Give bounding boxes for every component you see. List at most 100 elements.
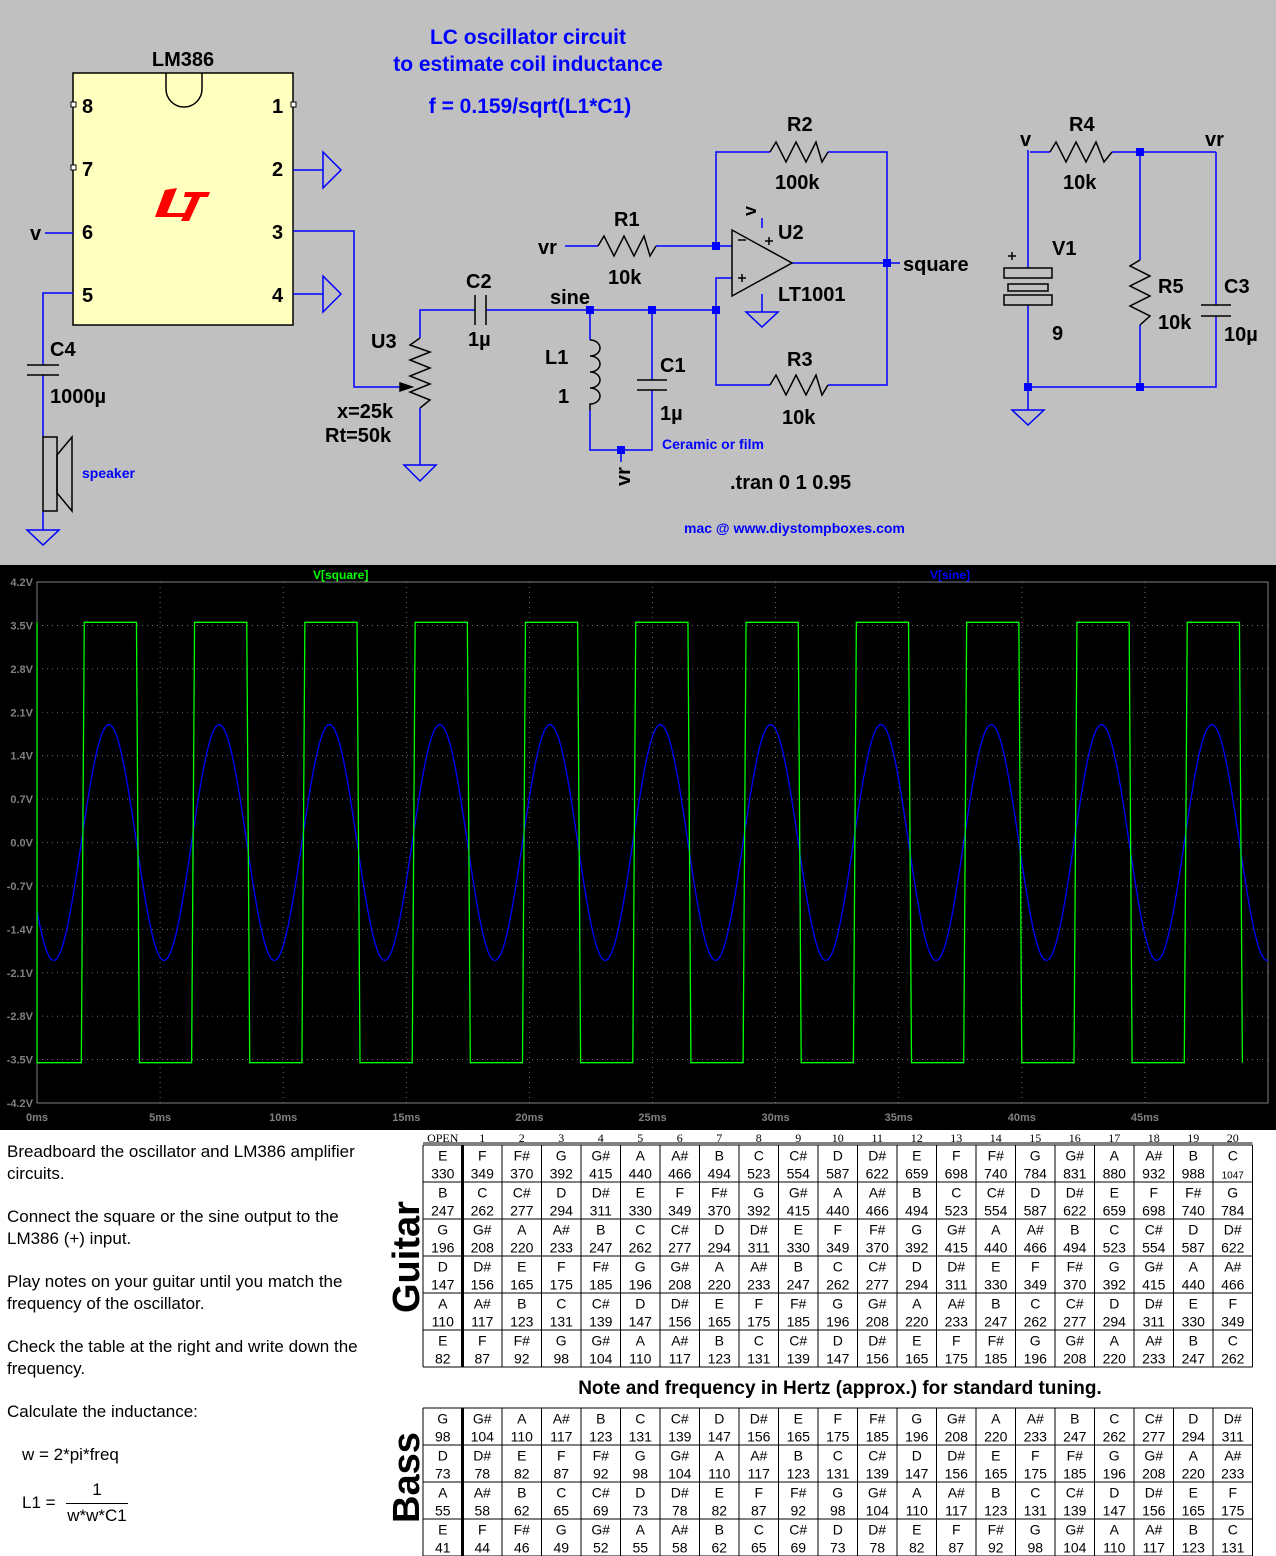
guitar-freq: 247: [984, 1313, 1008, 1329]
guitar-freq: 440: [826, 1202, 850, 1218]
bass-note: C: [1228, 1522, 1238, 1538]
x-tick-label: 45ms: [1131, 1112, 1159, 1124]
guitar-freq: 156: [471, 1276, 495, 1292]
svg-text:1µ: 1µ: [660, 403, 683, 425]
guitar-freq: 587: [1024, 1202, 1048, 1218]
x-tick-label: 40ms: [1008, 1112, 1036, 1124]
guitar-note: F#: [1185, 1185, 1202, 1201]
guitar-note: C: [1228, 1148, 1238, 1164]
guitar-freq: 262: [1221, 1350, 1245, 1366]
instruction-4: Check the table at the right and write d…: [7, 1337, 358, 1378]
guitar-freq: 659: [1103, 1202, 1127, 1218]
table-caption: Note and frequency in Hertz (approx.) fo…: [578, 1378, 1102, 1399]
svg-text:sine: sine: [550, 287, 590, 309]
guitar-freq: 523: [945, 1202, 969, 1218]
svg-text:L1: L1: [545, 347, 568, 369]
bass-freq: 117: [945, 1502, 968, 1518]
svg-text:Rt=50k: Rt=50k: [325, 425, 392, 447]
x-tick-label: 5ms: [149, 1112, 171, 1124]
y-tick-label: -2.1V: [7, 968, 34, 980]
instruction-5: Calculate the inductance:: [7, 1402, 198, 1421]
bass-label: Bass: [386, 1432, 428, 1523]
bass-freq: 123: [787, 1465, 811, 1481]
guitar-note: F: [557, 1259, 566, 1275]
bass-freq: 69: [790, 1539, 806, 1555]
guitar-freq: 92: [514, 1350, 530, 1366]
svg-text:vr: vr: [613, 467, 635, 486]
bass-freq: 62: [514, 1502, 530, 1518]
guitar-freq: 740: [1182, 1202, 1206, 1218]
guitar-note: C#: [513, 1185, 531, 1201]
guitar-freq: 311: [945, 1276, 968, 1292]
bass-freq: 55: [435, 1502, 451, 1518]
bass-note: D: [714, 1411, 724, 1427]
bass-freq: 117: [1143, 1539, 1166, 1555]
guitar-note: F: [833, 1222, 842, 1238]
guitar-note: D#: [868, 1333, 886, 1349]
square-series-line: [36, 621, 1244, 1064]
guitar-freq: 349: [1024, 1276, 1048, 1292]
guitar-freq: 262: [826, 1276, 850, 1292]
bass-freq: 220: [1182, 1465, 1206, 1481]
guitar-freq: 466: [866, 1202, 890, 1218]
guitar-freq: 494: [1063, 1239, 1087, 1255]
guitar-freq: 370: [866, 1239, 890, 1255]
guitar-note: G#: [868, 1296, 887, 1312]
bass-note: F#: [869, 1411, 886, 1427]
bass-freq: 220: [984, 1428, 1008, 1444]
guitar-note: G#: [473, 1222, 492, 1238]
guitar-freq: 523: [747, 1165, 771, 1181]
guitar-note: C#: [789, 1333, 807, 1349]
bass-note: A#: [671, 1522, 688, 1538]
bass-freq: 156: [747, 1428, 771, 1444]
svg-text:R4: R4: [1069, 114, 1095, 136]
guitar-note: A#: [1145, 1148, 1162, 1164]
bass-freq: 277: [1142, 1428, 1166, 1444]
guitar-note: D#: [473, 1259, 491, 1275]
guitar-note: B: [438, 1185, 447, 1201]
bass-freq: 52: [593, 1539, 609, 1555]
bass-freq: 87: [553, 1465, 569, 1481]
bass-note: C#: [1066, 1485, 1084, 1501]
guitar-freq: 370: [1063, 1276, 1087, 1292]
bass-note: F#: [514, 1522, 531, 1538]
svg-text:U2: U2: [778, 222, 804, 244]
y-tick-label: 1.4V: [10, 751, 33, 763]
bass-note: C#: [671, 1411, 689, 1427]
guitar-note: C: [754, 1148, 764, 1164]
guitar-note: D: [833, 1333, 843, 1349]
bass-freq: 98: [1027, 1539, 1043, 1555]
guitar-note: F: [1228, 1296, 1237, 1312]
guitar-note: D#: [592, 1185, 610, 1201]
svg-text:2: 2: [272, 159, 283, 181]
svg-text:Ceramic or film: Ceramic or film: [662, 436, 764, 452]
guitar-note: F#: [988, 1333, 1005, 1349]
guitar-note: C: [1228, 1333, 1238, 1349]
bass-freq: 98: [435, 1428, 451, 1444]
guitar-freq: 110: [629, 1350, 652, 1366]
guitar-freq: 349: [1221, 1313, 1245, 1329]
bass-note: G#: [670, 1448, 689, 1464]
guitar-freq: 466: [668, 1165, 692, 1181]
bass-freq: 110: [1103, 1539, 1126, 1555]
bass-note: A: [715, 1448, 725, 1464]
bass-note: A: [438, 1485, 448, 1501]
guitar-note: A#: [869, 1185, 886, 1201]
guitar-note: B: [991, 1296, 1000, 1312]
y-tick-label: -4.2V: [7, 1098, 34, 1110]
svg-text:U3: U3: [371, 331, 397, 353]
guitar-freq: 988: [1182, 1165, 1206, 1181]
svg-text:mac @ www.diystompboxes.com: mac @ www.diystompboxes.com: [684, 520, 905, 536]
guitar-note: E: [912, 1333, 921, 1349]
fret-header: 15: [1029, 1131, 1041, 1145]
bass-note: C: [754, 1522, 764, 1538]
bass-freq: 165: [787, 1428, 811, 1444]
guitar-note: C: [1030, 1296, 1040, 1312]
guitar-note: D: [833, 1148, 843, 1164]
guitar-note: A: [991, 1222, 1001, 1238]
formula-denominator: w*w*C1: [67, 1506, 127, 1525]
fret-header: 13: [950, 1131, 962, 1145]
guitar-freq: 466: [1221, 1276, 1245, 1292]
guitar-note: G#: [591, 1148, 610, 1164]
bass-note: F: [1031, 1448, 1040, 1464]
